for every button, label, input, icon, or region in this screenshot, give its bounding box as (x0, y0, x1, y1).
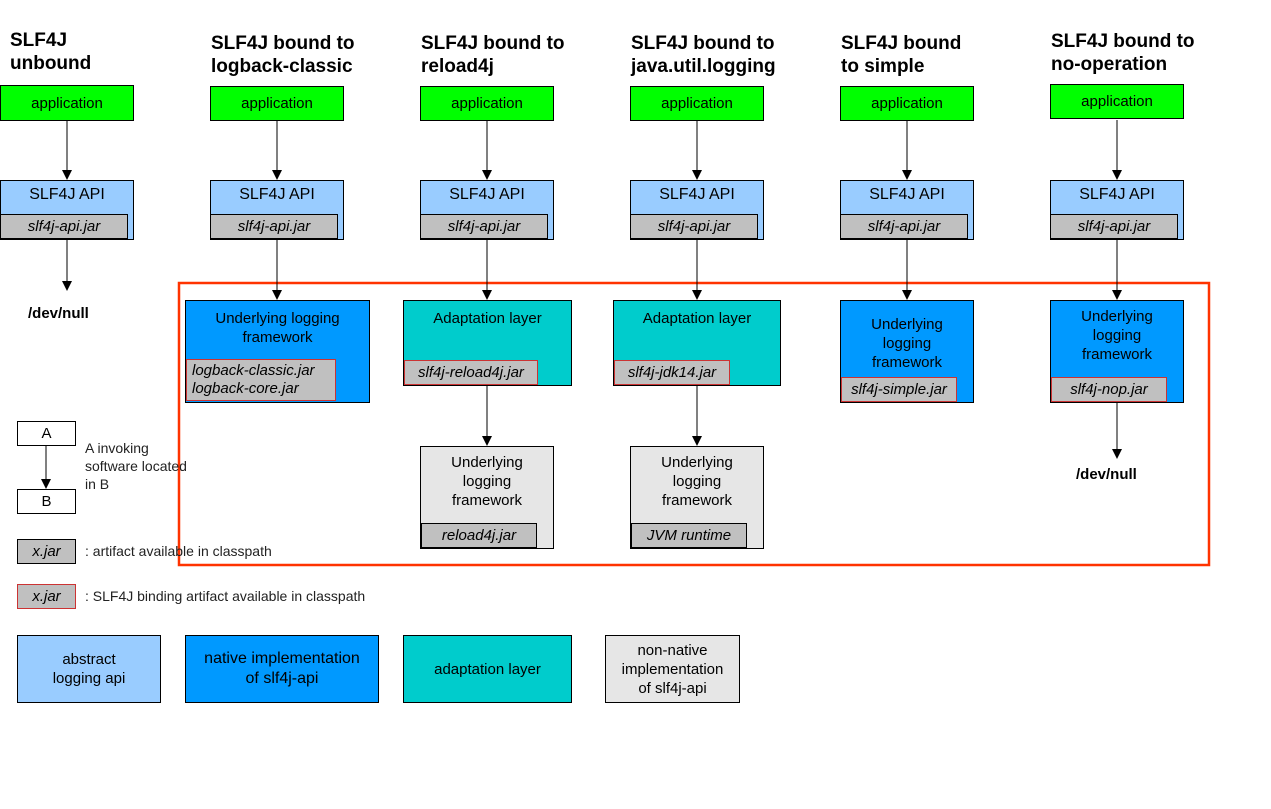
api-jar-1: slf4j-api.jar (0, 214, 128, 239)
slf4j-api-label: SLF4J API (659, 186, 735, 203)
legend-adaptation-layer: adaptation layer (403, 635, 572, 703)
jar-slf4j-nop: slf4j-nop.jar (1051, 377, 1167, 402)
framework-label: Underlying logging framework (871, 316, 943, 371)
jar-logback-core: logback-core.jar (192, 380, 299, 397)
binding-highlight-frame (177, 281, 1211, 567)
framework-label: Underlying logging framework (451, 454, 523, 509)
legend-box-a: A (17, 421, 76, 446)
application-box-4: application (630, 86, 764, 121)
legend-abstract-api: abstract logging api (17, 635, 161, 703)
api-jar-2: slf4j-api.jar (210, 214, 338, 239)
application-box-6: application (1050, 84, 1184, 119)
jar-jvm-runtime: JVM runtime (631, 523, 747, 548)
framework-label: Underlying logging framework (1081, 308, 1153, 363)
jar-logback-classic: logback-classic.jar (192, 362, 315, 379)
framework-label: Underlying logging framework (661, 454, 733, 509)
legend-native-implementation: native implementation of slf4j-api (185, 635, 379, 703)
legend-jar-text: : artifact available in classpath (85, 543, 272, 559)
jar-slf4j-jdk14: slf4j-jdk14.jar (614, 360, 730, 385)
legend-nonnative-implementation: non-native implementation of slf4j-api (605, 635, 740, 703)
column-title-logback: SLF4J bound to logback-classic (211, 33, 355, 77)
slf4j-api-label: SLF4J API (869, 186, 945, 203)
application-box-5: application (840, 86, 974, 121)
application-box-1: application (0, 85, 134, 121)
legend-box-b: B (17, 489, 76, 514)
logback-binding-jars: logback-classic.jar logback-core.jar (186, 359, 336, 401)
column-title-nop: SLF4J bound to no-operation (1051, 31, 1195, 75)
api-jar-4: slf4j-api.jar (630, 214, 758, 239)
jar-slf4j-reload4j: slf4j-reload4j.jar (404, 360, 538, 385)
api-jar-3: slf4j-api.jar (420, 214, 548, 239)
column-title-reload4j: SLF4J bound to reload4j (421, 33, 565, 77)
column-title-simple: SLF4J bound to simple (841, 33, 962, 77)
adaptation-label: Adaptation layer (642, 310, 752, 327)
legend-invoke-text: A invoking software located in B (85, 440, 187, 492)
legend-binding-jar-text: : SLF4J binding artifact available in cl… (85, 588, 366, 604)
column-title-jul: SLF4J bound to java.util.logging (631, 33, 776, 77)
slf4j-api-label: SLF4J API (1079, 186, 1155, 203)
slf4j-api-label: SLF4J API (29, 186, 105, 203)
api-jar-6: slf4j-api.jar (1050, 214, 1178, 239)
legend-jar: x.jar (17, 539, 76, 564)
jar-slf4j-simple: slf4j-simple.jar (841, 377, 957, 402)
adaptation-label: Adaptation layer (433, 310, 542, 327)
framework-label: Underlying logging framework (215, 310, 340, 346)
api-jar-5: slf4j-api.jar (840, 214, 968, 239)
jar-reload4j: reload4j.jar (421, 523, 537, 548)
dev-null-nop: /dev/null (1076, 466, 1137, 483)
dev-null-unbound: /dev/null (28, 305, 89, 322)
slf4j-api-label: SLF4J API (239, 186, 315, 203)
application-box-3: application (420, 86, 554, 121)
slf4j-api-label: SLF4J API (449, 186, 525, 203)
legend-binding-jar: x.jar (17, 584, 76, 609)
column-title-unbound: SLF4J unbound (10, 30, 92, 74)
application-box-2: application (210, 86, 344, 121)
